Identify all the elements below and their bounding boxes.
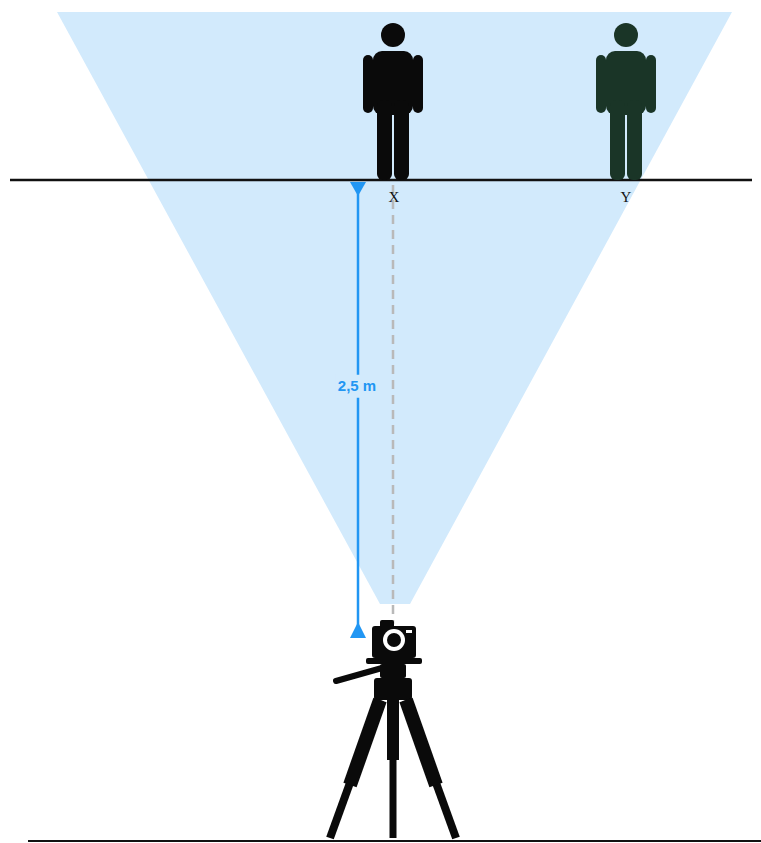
distance-dimension (350, 182, 366, 638)
center-axis (392, 185, 395, 624)
person-x (363, 23, 423, 180)
field-of-view (57, 12, 732, 604)
position-label: Y (621, 189, 632, 206)
ground-line (28, 840, 761, 842)
distance-label: 2,5 m (336, 375, 378, 398)
tripod (330, 664, 456, 838)
position-label: X (389, 189, 400, 206)
person-y (596, 23, 656, 180)
camera (366, 620, 422, 664)
